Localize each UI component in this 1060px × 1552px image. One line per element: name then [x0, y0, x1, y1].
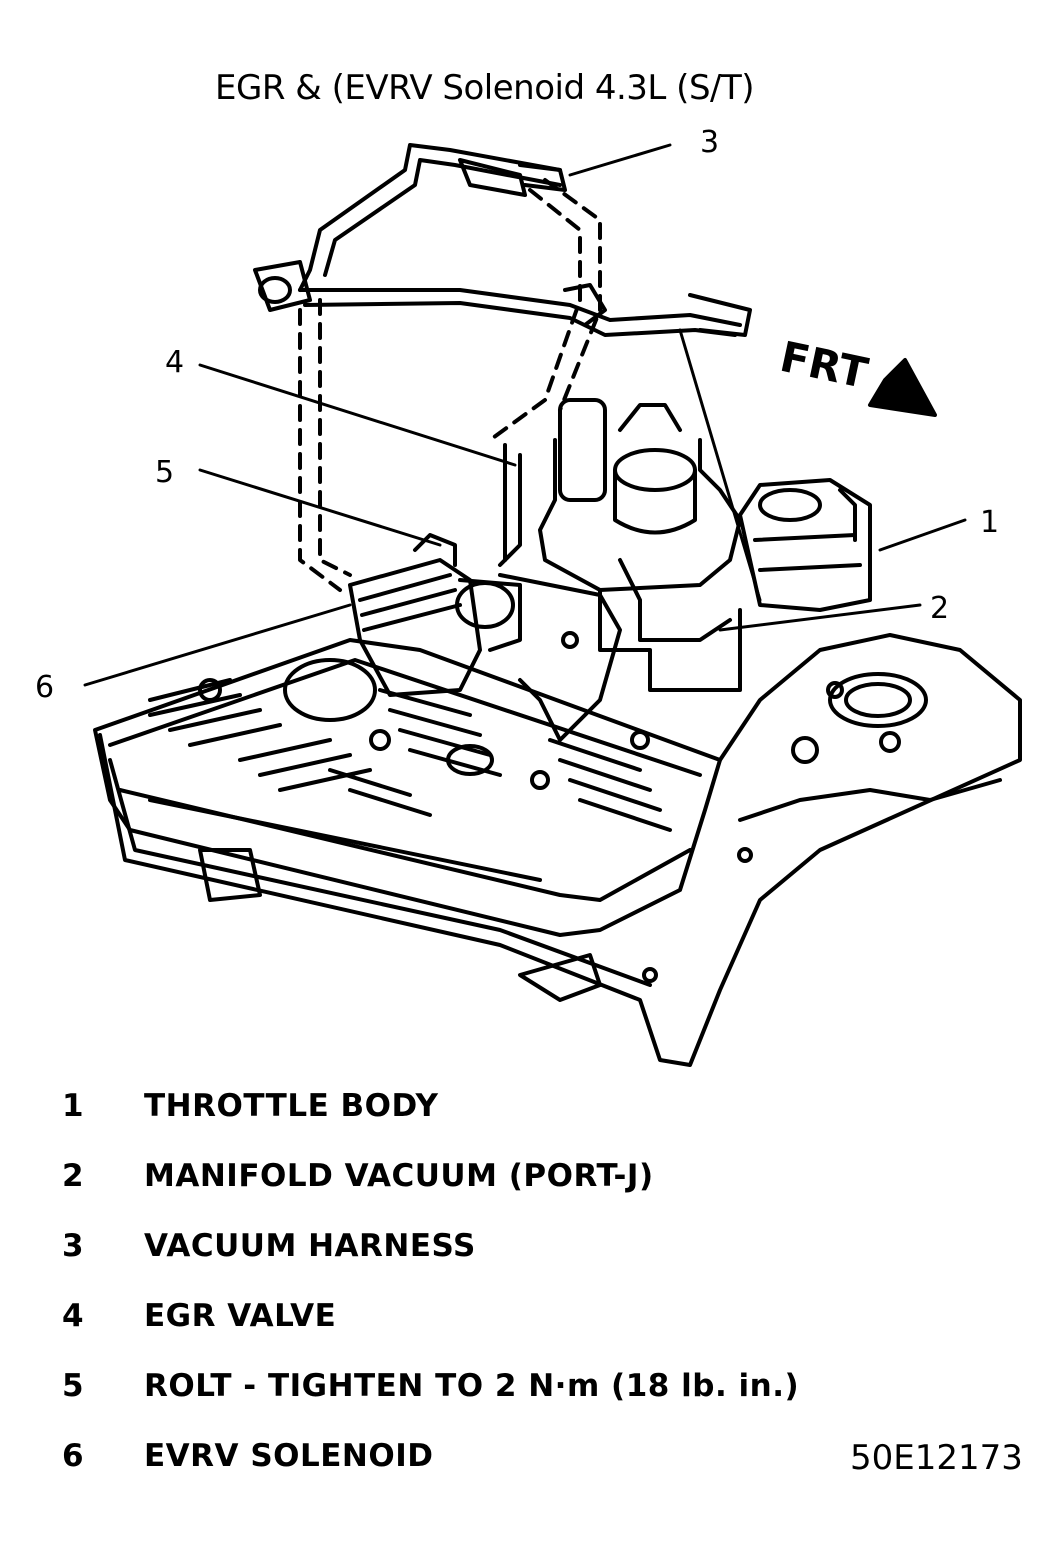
legend-number: 4	[62, 1298, 85, 1334]
diagram-title: EGR & (EVRV Solenoid 4.3L (S/T)	[215, 68, 755, 108]
legend-number: 2	[62, 1158, 85, 1194]
callout-leaders	[83, 143, 967, 687]
callout-2: 2	[930, 591, 949, 626]
callout-4: 4	[165, 345, 184, 380]
legend-label: ROLT - TIGHTEN TO 2 N·m (18 lb. in.)	[144, 1368, 800, 1404]
engine-illustration: 3 4 5 1 2 6 FRT	[35, 125, 1022, 1067]
frt-label: FRT	[776, 332, 872, 398]
legend-label: MANIFOLD VACUUM (PORT-J)	[144, 1158, 654, 1194]
callout-1: 1	[980, 505, 999, 540]
callout-5: 5	[155, 455, 174, 490]
legend-label: EGR VALVE	[144, 1298, 337, 1334]
valve-cover	[93, 638, 722, 937]
figure-id: 50E12173	[850, 1438, 1023, 1478]
legend-number: 5	[62, 1368, 85, 1404]
legend-label: EVRV SOLENOID	[144, 1438, 434, 1474]
legend-number: 3	[62, 1228, 85, 1264]
vacuum-harness	[253, 143, 752, 592]
throttle-body	[738, 478, 872, 612]
intake-manifold-base	[98, 633, 1022, 1067]
legend-label: VACUUM HARNESS	[144, 1228, 476, 1264]
legend-number: 6	[62, 1438, 85, 1474]
legend-label: THROTTLE BODY	[144, 1088, 439, 1124]
front-arrow-icon	[868, 358, 937, 417]
legend-number: 1	[62, 1088, 85, 1124]
callout-6: 6	[35, 670, 54, 705]
evrv-solenoid	[348, 533, 622, 742]
egr-valve	[498, 398, 742, 692]
callout-3: 3	[700, 125, 719, 160]
